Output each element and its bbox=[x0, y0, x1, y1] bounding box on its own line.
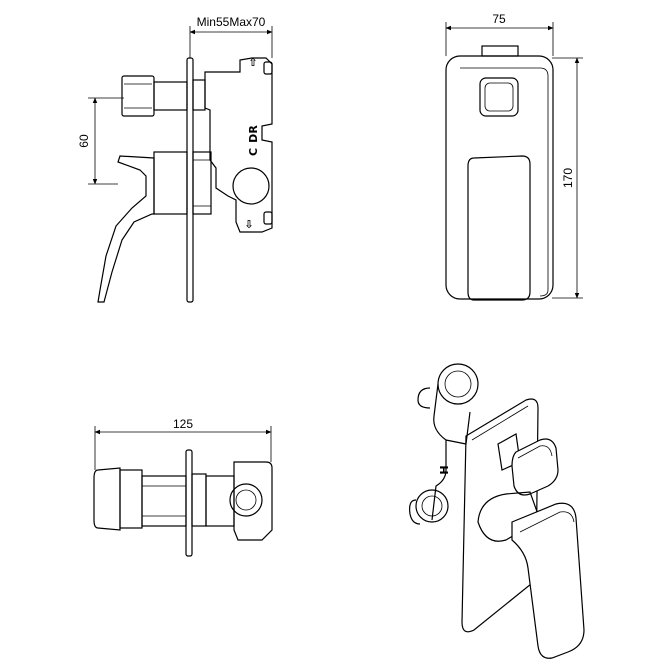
dimension-label-front-height: 170 bbox=[561, 168, 575, 188]
top-lever bbox=[93, 467, 121, 531]
dimension-top-length: 125 bbox=[94, 417, 272, 470]
top-wall-plate bbox=[185, 449, 193, 557]
side-outlet-port bbox=[232, 167, 270, 205]
dimension-front-width: 75 bbox=[445, 12, 554, 56]
dr-label: DR bbox=[247, 125, 260, 143]
iso-diverter-knob bbox=[497, 433, 559, 496]
isometric-view: H bbox=[409, 363, 585, 659]
dimension-side-depth: Min55Max70 bbox=[189, 15, 273, 58]
dimension-label-side-height: 60 bbox=[77, 134, 91, 148]
top-outlet-port bbox=[229, 483, 263, 517]
side-wall-plate bbox=[186, 57, 194, 303]
front-lever bbox=[467, 155, 531, 301]
side-lever bbox=[97, 151, 212, 303]
dimension-label-front-width: 75 bbox=[492, 12, 506, 26]
front-plate bbox=[445, 55, 554, 300]
arrow-up-label: ⇧ bbox=[248, 56, 257, 69]
iso-lever bbox=[477, 491, 585, 659]
top-view: 125 bbox=[93, 417, 273, 557]
side-valve-body: ⇧ ⇩ C DR bbox=[204, 56, 273, 233]
dimension-label-top-length: 125 bbox=[173, 417, 193, 431]
iso-marking: H bbox=[438, 465, 451, 474]
dimension-label-side-depth: Min55Max70 bbox=[197, 15, 266, 29]
side-view: Min55Max70 60 ⇧ ⇩ C DR bbox=[77, 15, 273, 303]
dimension-side-height: 60 bbox=[77, 97, 124, 185]
arrow-down-label: ⇩ bbox=[244, 218, 253, 231]
cold-label: C bbox=[247, 148, 260, 156]
front-view: 75 170 bbox=[445, 12, 583, 301]
iso-valve-body: H bbox=[409, 363, 479, 525]
side-upper-knob bbox=[121, 75, 206, 117]
front-diverter-knob bbox=[479, 77, 519, 117]
dimension-front-height: 170 bbox=[552, 57, 583, 299]
